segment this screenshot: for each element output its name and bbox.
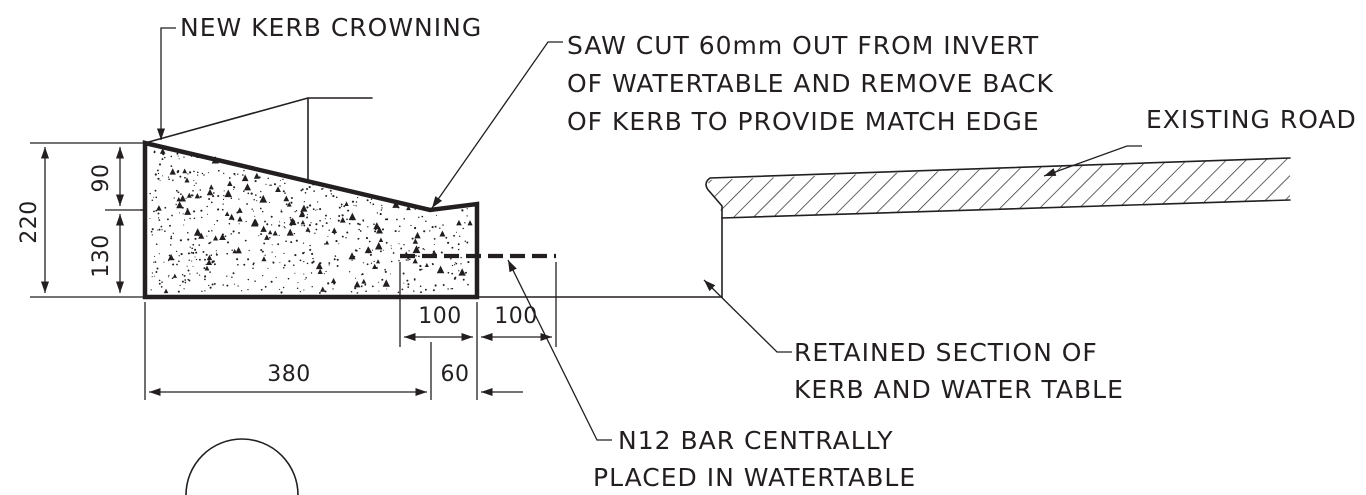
label-retained-line-2: KERB AND WATER TABLE: [794, 375, 1124, 404]
horizontal-dimensions: 380 100 100 60: [144, 262, 557, 400]
leaders: [156, 27, 1142, 441]
new-kerb-crowning: [142, 140, 480, 300]
dim-overall-height: 220: [17, 200, 42, 244]
dim-bar-left: 100: [418, 304, 462, 329]
dim-bar-right: 100: [494, 304, 538, 329]
dim-overall-width: 380: [267, 362, 311, 387]
label-saw-cut-line-3: OF KERB TO PROVIDE MATCH EDGE: [567, 107, 1040, 136]
detail-marker-circle: [185, 438, 299, 495]
label-n12-bar-line-2: PLACED IN WATERTABLE: [593, 463, 916, 492]
dim-lower-height: 130: [89, 234, 114, 278]
label-n12-bar-line-1: N12 BAR CENTRALLY: [618, 426, 894, 455]
vertical-dimensions: 220 90 130: [17, 142, 143, 298]
label-new-kerb-crowning: NEW KERB CROWNING: [180, 13, 482, 42]
dim-saw-offset: 60: [441, 362, 470, 387]
label-existing-road: EXISTING ROAD: [1146, 105, 1357, 134]
label-saw-cut-line-2: OF WATERTABLE AND REMOVE BACK: [567, 69, 1054, 98]
dim-upper-height: 90: [89, 164, 114, 193]
label-retained-line-1: RETAINED SECTION OF: [794, 338, 1098, 367]
existing-road: [705, 157, 1291, 298]
concrete-stipple: [149, 147, 473, 294]
label-saw-cut-line-1: SAW CUT 60mm OUT FROM INVERT: [567, 31, 1039, 60]
